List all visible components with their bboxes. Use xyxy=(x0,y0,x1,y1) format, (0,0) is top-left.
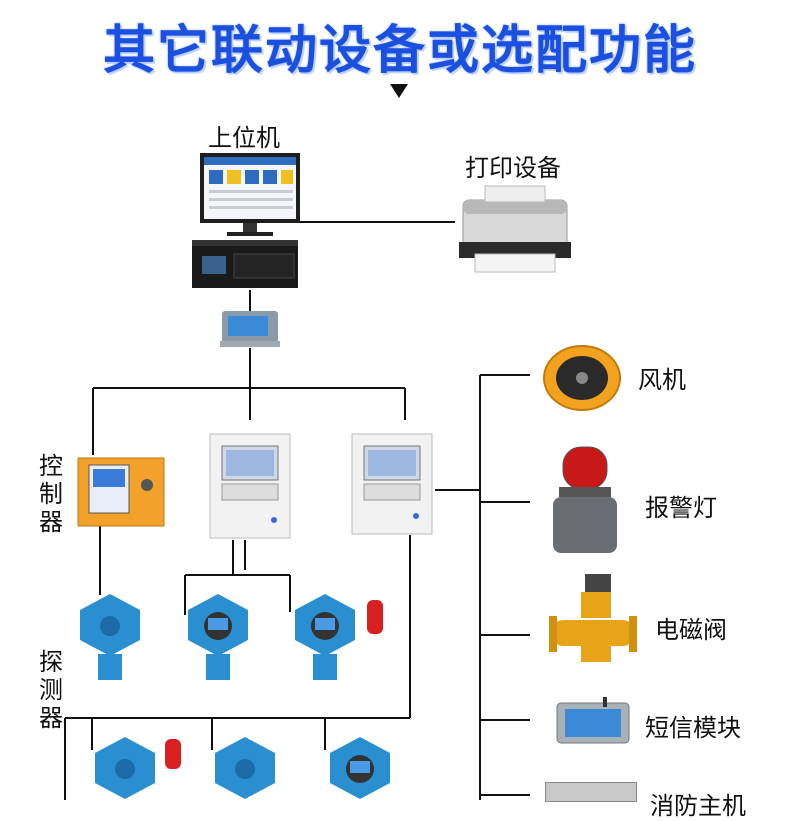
solenoid-valve-icon xyxy=(549,574,637,662)
alarm-light-icon xyxy=(553,446,617,553)
gas-detector-icon-5 xyxy=(215,737,275,799)
alarm-controller-icon xyxy=(209,433,291,539)
fan-icon xyxy=(543,345,621,411)
gas-detector-icon-6 xyxy=(330,737,390,799)
gas-detector-icon-4 xyxy=(95,737,181,799)
converter-icon xyxy=(220,311,280,347)
printer-icon xyxy=(459,185,571,273)
sms-module-label: 短信模块 xyxy=(645,714,741,742)
fire-host-label: 消防主机 xyxy=(650,792,746,820)
fire-host-icon xyxy=(545,782,637,802)
monitor-icon xyxy=(200,153,300,236)
alarm-controller-icon-2 xyxy=(351,433,433,535)
printer-label: 打印设备 xyxy=(465,154,561,182)
arrow-down-icon xyxy=(390,84,408,98)
host-label: 上位机 xyxy=(208,124,280,152)
detector-label: 探测器 xyxy=(39,648,63,732)
gas-detector-icon-3 xyxy=(295,594,383,680)
solenoid-valve-label: 电磁阀 xyxy=(655,616,727,644)
controller-label: 控制器 xyxy=(39,452,63,536)
server-icon xyxy=(192,240,298,288)
wiring-lines xyxy=(64,221,530,800)
gas-detector-icon-2 xyxy=(188,594,248,680)
controller-panel-icon xyxy=(77,457,165,527)
sms-module-icon xyxy=(556,697,630,744)
alarm-light-label: 报警灯 xyxy=(645,494,717,522)
fan-label: 风机 xyxy=(638,366,686,394)
gas-detector-icon xyxy=(80,594,140,680)
page-title: 其它联动设备或选配功能 xyxy=(102,21,697,81)
